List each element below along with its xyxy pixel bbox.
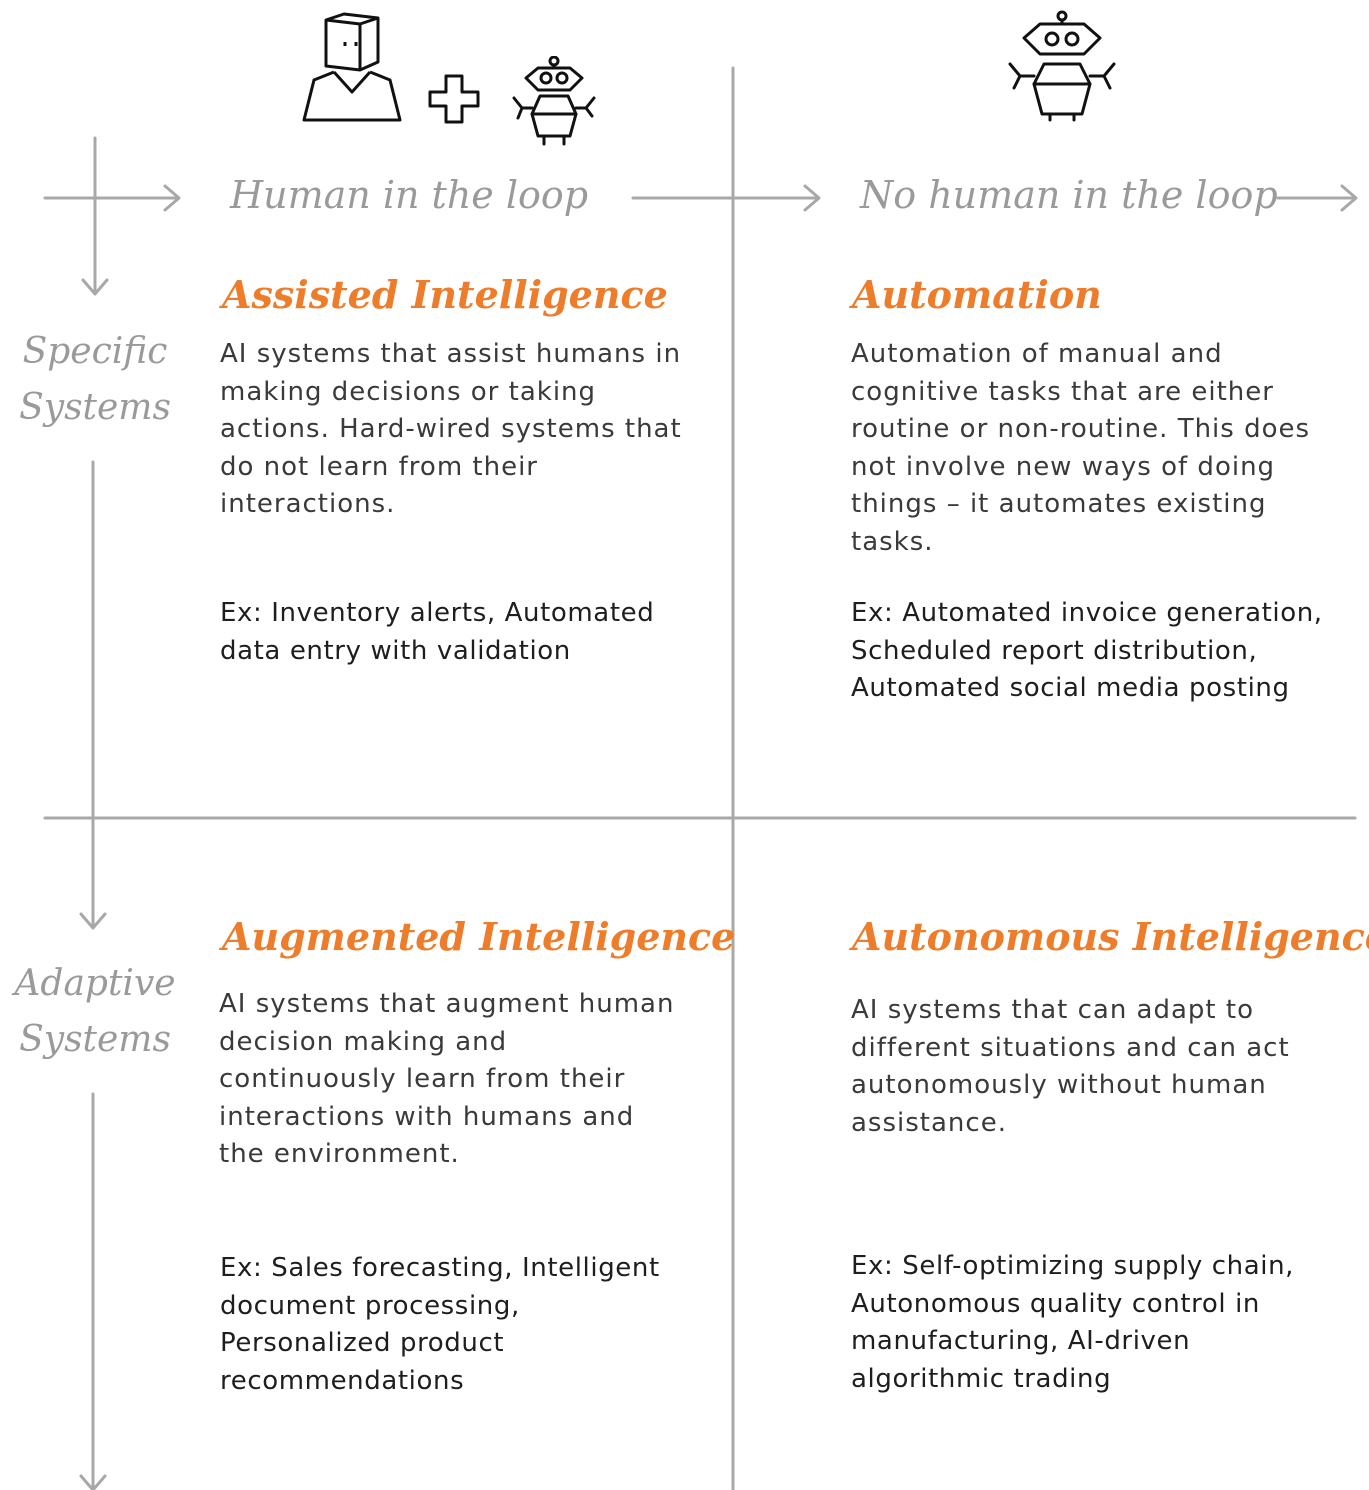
quadrant-example-augmented: Ex: Sales forecasting, Intelligent docum…: [220, 1253, 660, 1396]
quadrant-title-assisted: Assisted Intelligence: [222, 272, 668, 317]
robot-icon: [512, 56, 596, 146]
plus-icon: [428, 74, 480, 124]
arrow-right-head: [803, 184, 821, 212]
arrow-down-head: [81, 278, 109, 296]
arrow-right-head: [1340, 184, 1358, 212]
quadrant-description-autonomous: AI systems that can adapt to different s…: [851, 995, 1290, 1138]
row-label-specific-systems: Specific Systems: [0, 324, 190, 436]
row-label-adaptive-systems: Adaptive Systems: [0, 956, 190, 1068]
row-label-line: Specific: [22, 331, 168, 372]
quadrant-title-automation: Automation: [852, 272, 1102, 317]
row-label-line: Systems: [19, 387, 171, 428]
row-label-line: Adaptive: [14, 963, 176, 1004]
robot-icon: [1008, 10, 1116, 122]
quadrant-description-automation: Automation of manual and cognitive tasks…: [851, 339, 1311, 557]
arrow-down-head: [79, 1474, 107, 1490]
quadrant-example-automation: Ex: Automated invoice generation, Schedu…: [851, 598, 1323, 703]
quadrant-title-autonomous: Autonomous Intelligence: [852, 914, 1369, 959]
row-label-line: Systems: [19, 1019, 171, 1060]
arrow-down-head: [79, 912, 107, 930]
human-icon: [302, 12, 402, 122]
quadrant-title-augmented: Augmented Intelligence: [222, 914, 736, 959]
quadrant-example-assisted: Ex: Inventory alerts, Automated data ent…: [220, 598, 655, 666]
arrow-right-head: [163, 184, 181, 212]
quadrant-description-augmented: AI systems that augment human decision m…: [219, 989, 675, 1169]
quadrant-description-assisted: AI systems that assist humans in making …: [220, 339, 682, 519]
column-label-no-human-in-loop: No human in the loop: [860, 173, 1278, 217]
column-label-human-in-loop: Human in the loop: [230, 173, 589, 217]
quadrant-example-autonomous: Ex: Self-optimizing supply chain, Autono…: [851, 1251, 1295, 1394]
